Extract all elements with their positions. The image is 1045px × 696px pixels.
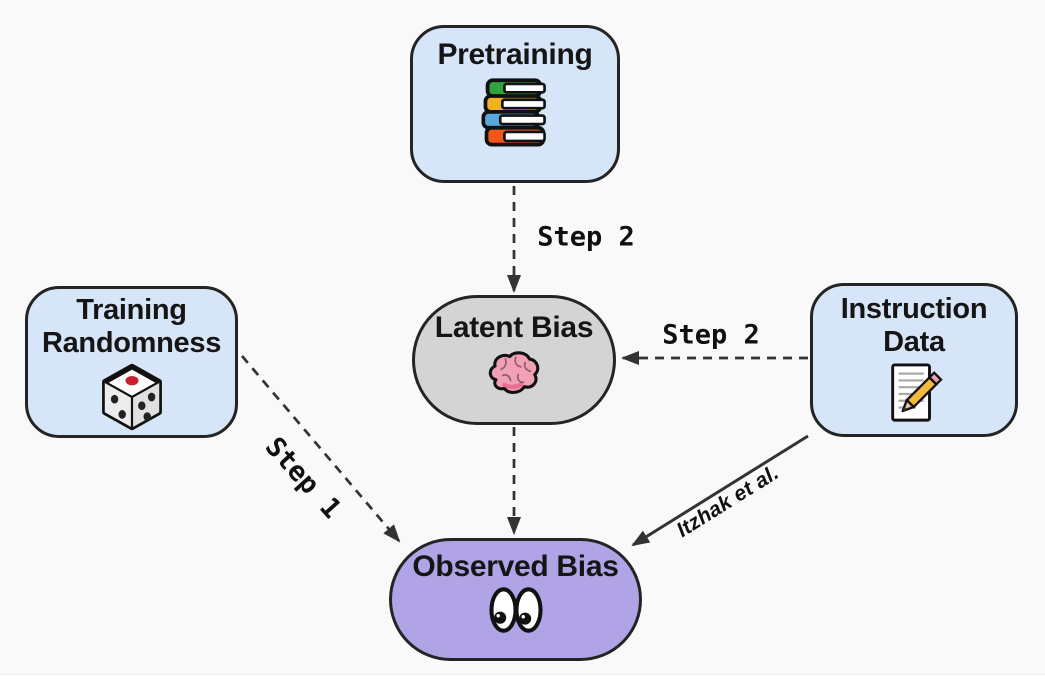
books-icon: [481, 78, 546, 147]
node-training-randomness: Training Randomness: [25, 286, 238, 438]
node-instruction-data-label: Instruction Data: [840, 293, 988, 359]
node-pretraining: Pretraining: [410, 25, 620, 183]
node-training-randomness-label: Training Randomness: [41, 294, 222, 360]
edge-label-step2-top: Step 2: [537, 221, 635, 253]
eyes-icon: [488, 587, 543, 633]
edge-label-step2-right: Step 2: [662, 319, 760, 351]
node-observed-bias-label: Observed Bias: [412, 550, 619, 583]
node-latent-bias: Latent Bias: [412, 295, 616, 425]
node-pretraining-label: Pretraining: [437, 38, 593, 71]
brain-icon: [488, 351, 540, 395]
node-instruction-data: Instruction Data: [810, 283, 1018, 437]
memo-icon: [891, 363, 943, 422]
node-latent-bias-label: Latent Bias: [434, 311, 594, 344]
node-observed-bias: Observed Bias: [389, 538, 642, 661]
die-icon: [101, 363, 162, 431]
